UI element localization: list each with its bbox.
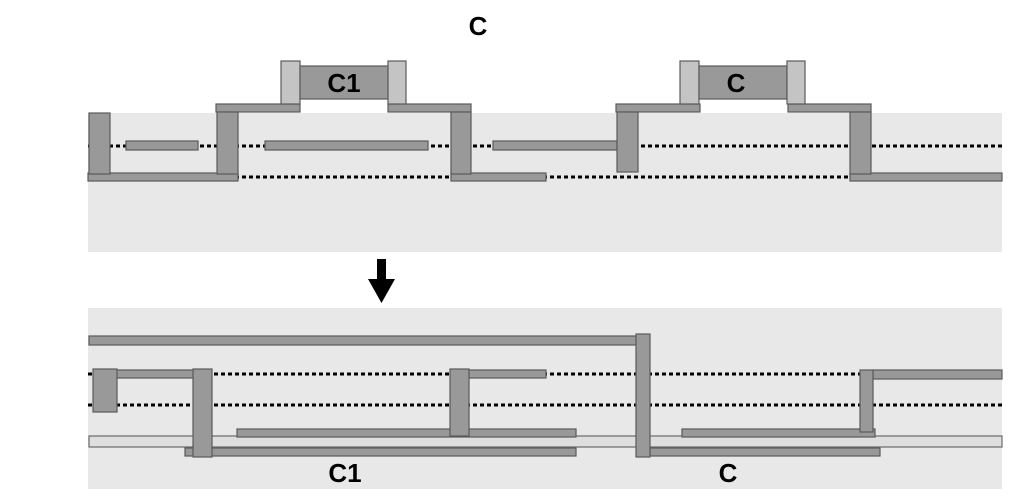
- top-block-left-cap-right: [387, 60, 407, 105]
- top-segment-3: [492, 140, 618, 151]
- top-segment-2: [264, 140, 429, 151]
- bottom-segment-1: [115, 369, 195, 379]
- top-block-right-cap-right: [786, 60, 806, 105]
- bottom-c1-segment-lower: [184, 447, 577, 457]
- top-lower-segment-2: [450, 172, 547, 182]
- bottom-c1-segment-upper: [236, 428, 577, 438]
- bottom-segment-3: [872, 369, 1003, 380]
- top-bridge-left-b: [387, 103, 472, 113]
- bottom-c-segment-lower: [649, 447, 881, 457]
- top-segment-1: [125, 140, 199, 151]
- bottom-label-right: C: [719, 458, 738, 488]
- top-block-right-label: C: [727, 68, 746, 98]
- top-bridge-left-a: [215, 103, 301, 113]
- bottom-strand-pale: [88, 435, 1003, 448]
- top-lower-segment-3: [849, 172, 1003, 182]
- bottom-panel: C1 C: [88, 308, 1003, 489]
- bottom-post-1: [92, 368, 118, 413]
- top-block-left-label: C1: [327, 68, 360, 98]
- top-block-left: [299, 65, 389, 100]
- top-block-right-cap-left: [679, 60, 700, 105]
- arrow-down-icon: [368, 259, 395, 303]
- bottom-label-left: C1: [328, 458, 361, 488]
- top-post-5: [849, 111, 872, 175]
- top-bridge-right-a: [615, 103, 701, 113]
- bottom-post-5: [859, 369, 874, 433]
- top-post-3: [450, 111, 472, 175]
- top-post-1: [88, 112, 111, 175]
- top-block-left-cap-left: [280, 60, 301, 105]
- bottom-c-segment-upper: [681, 428, 876, 438]
- bottom-segment-2: [468, 369, 547, 379]
- top-block-right: [698, 65, 788, 100]
- top-post-2: [216, 111, 239, 175]
- bottom-post-4: [635, 333, 651, 458]
- top-label: C: [469, 11, 488, 41]
- top-lower-segment-1: [87, 172, 239, 182]
- top-post-4: [616, 111, 639, 173]
- top-panel: C C1 C: [87, 11, 1003, 252]
- bottom-strand-top: [88, 335, 638, 346]
- bottom-post-2: [192, 368, 213, 458]
- bottom-post-3: [449, 368, 470, 437]
- top-bridge-right-b: [787, 103, 872, 113]
